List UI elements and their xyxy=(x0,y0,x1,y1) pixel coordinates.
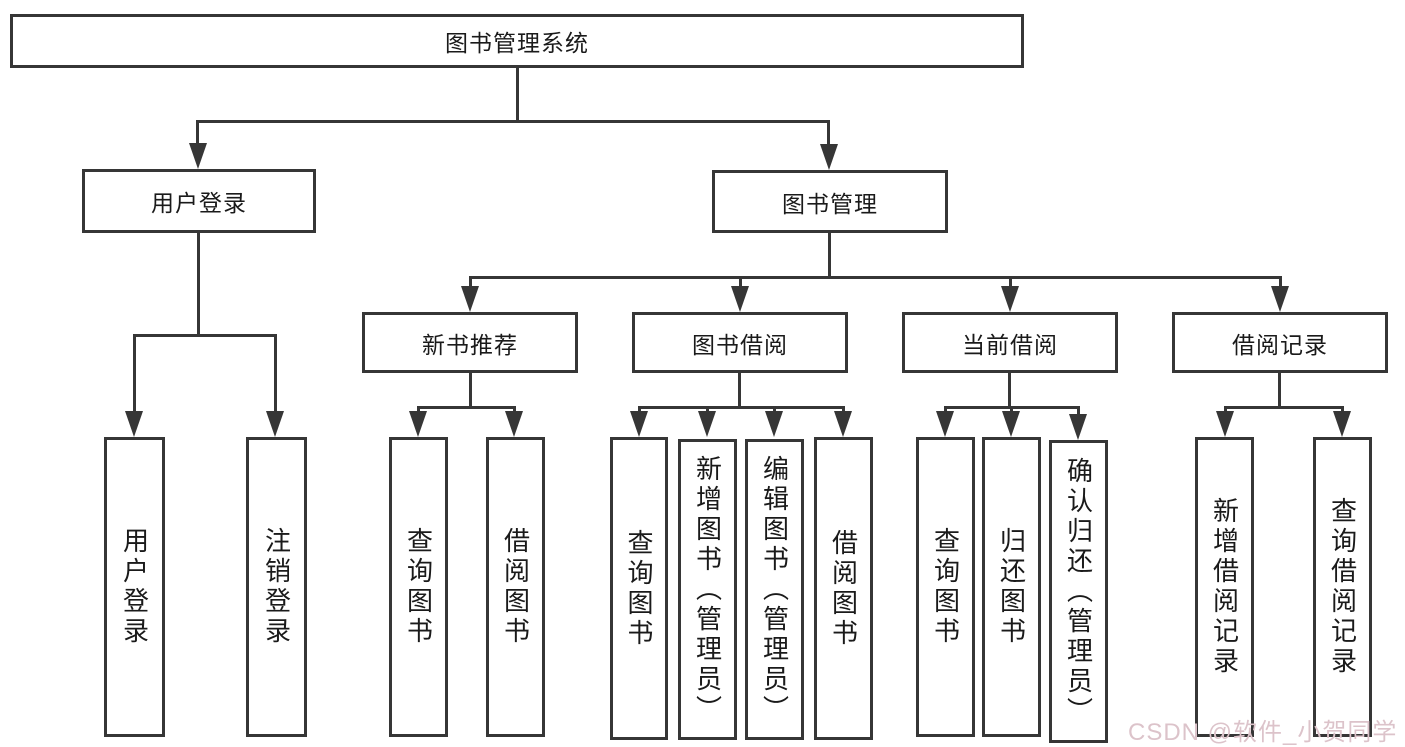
node-book-management-label: 图书管理 xyxy=(782,190,878,217)
node-user-login: 用户登录 xyxy=(82,169,316,233)
connector-line xyxy=(133,334,136,414)
connector-line xyxy=(1010,406,1013,414)
node-user-login-label: 用户登录 xyxy=(151,190,247,216)
node-confirm-return-admin-label: 确认归还（管理员） xyxy=(1063,456,1094,727)
node-current-borrow-label: 当前借阅 xyxy=(962,331,1058,358)
node-add-book-admin-label: 新增图书（管理员） xyxy=(692,454,723,725)
connector-arrowhead xyxy=(125,411,143,437)
node-library-system: 图书管理系统 xyxy=(10,14,1024,68)
node-borrow-records: 借阅记录 xyxy=(1172,312,1388,373)
connector-line xyxy=(1224,406,1343,409)
connector-line xyxy=(197,232,200,336)
connector-line xyxy=(196,120,199,146)
connector-arrowhead xyxy=(1216,411,1234,437)
connector-arrowhead xyxy=(1271,286,1289,312)
connector-line xyxy=(773,406,776,414)
connector-line xyxy=(516,68,519,121)
connector-arrowhead xyxy=(461,286,479,312)
node-book-borrow-label: 图书借阅 xyxy=(692,331,788,358)
connector-line xyxy=(638,406,843,409)
connector-line xyxy=(417,406,420,414)
connector-arrowhead xyxy=(936,411,954,437)
connector-arrowhead xyxy=(765,411,783,437)
node-query-books-current: 查询图书 xyxy=(916,437,975,737)
node-book-management: 图书管理 xyxy=(712,170,948,233)
node-borrow-books-action: 借阅图书 xyxy=(814,437,873,740)
connector-line xyxy=(828,233,831,278)
connector-arrowhead xyxy=(630,411,648,437)
connector-line xyxy=(1341,406,1344,414)
connector-line xyxy=(638,406,641,414)
connector-line xyxy=(1279,276,1282,288)
connector-line xyxy=(827,120,830,146)
connector-line xyxy=(469,373,472,408)
connector-line xyxy=(1008,373,1011,408)
connector-line xyxy=(842,406,845,414)
node-add-book-admin: 新增图书（管理员） xyxy=(678,439,737,740)
node-add-borrow-record-label: 新增借阅记录 xyxy=(1209,497,1240,677)
node-add-borrow-record: 新增借阅记录 xyxy=(1195,437,1254,737)
connector-line xyxy=(1278,373,1281,408)
connector-line xyxy=(1009,276,1012,288)
connector-line xyxy=(944,406,947,414)
connector-line xyxy=(738,373,741,408)
connector-arrowhead xyxy=(731,286,749,312)
node-borrow-books-recommend: 借阅图书 xyxy=(486,437,545,737)
connector-line xyxy=(274,334,277,414)
node-logout-action-label: 注销登录 xyxy=(261,527,292,647)
connector-arrowhead xyxy=(820,144,838,170)
node-current-borrow: 当前借阅 xyxy=(902,312,1118,373)
node-query-books-recommend: 查询图书 xyxy=(389,437,448,737)
connector-arrowhead xyxy=(1069,414,1087,440)
connector-arrowhead xyxy=(1333,411,1351,437)
connector-line xyxy=(417,406,515,409)
connector-arrowhead xyxy=(266,411,284,437)
node-query-books-current-label: 查询图书 xyxy=(930,527,961,647)
node-return-book-label: 归还图书 xyxy=(996,527,1027,647)
node-query-borrow-record: 查询借阅记录 xyxy=(1313,437,1372,737)
connector-arrowhead xyxy=(189,143,207,169)
node-query-books-recommend-label: 查询图书 xyxy=(403,527,434,647)
node-user-login-action: 用户登录 xyxy=(104,437,165,737)
connector-line xyxy=(739,276,742,288)
node-new-book-recommend: 新书推荐 xyxy=(362,312,578,373)
connector-line xyxy=(1224,406,1227,414)
node-query-books-borrow: 查询图书 xyxy=(610,437,668,740)
node-borrow-records-label: 借阅记录 xyxy=(1232,331,1328,358)
connector-arrowhead xyxy=(834,411,852,437)
connector-arrowhead xyxy=(1001,286,1019,312)
node-logout-action: 注销登录 xyxy=(246,437,307,737)
node-return-book: 归还图书 xyxy=(982,437,1041,737)
node-book-borrow: 图书借阅 xyxy=(632,312,848,373)
node-confirm-return-admin: 确认归还（管理员） xyxy=(1049,440,1108,743)
node-borrow-books-action-label: 借阅图书 xyxy=(828,528,859,649)
connector-line xyxy=(1077,406,1080,414)
connector-line xyxy=(706,406,709,414)
connector-line xyxy=(469,276,472,288)
node-query-borrow-record-label: 查询借阅记录 xyxy=(1327,497,1358,677)
node-query-books-borrow-label: 查询图书 xyxy=(624,528,654,649)
connector-line xyxy=(469,276,1281,279)
node-edit-book-admin-label: 编辑图书（管理员） xyxy=(759,454,790,725)
connector-arrowhead xyxy=(409,411,427,437)
node-user-login-action-label: 用户登录 xyxy=(119,527,150,647)
node-edit-book-admin: 编辑图书（管理员） xyxy=(745,439,804,740)
connector-arrowhead xyxy=(505,411,523,437)
node-borrow-books-recommend-label: 借阅图书 xyxy=(500,527,531,647)
connector-arrowhead xyxy=(698,411,716,437)
node-new-book-recommend-label: 新书推荐 xyxy=(422,331,518,358)
node-library-system-label: 图书管理系统 xyxy=(445,30,589,56)
connector-line xyxy=(513,406,516,414)
connector-line xyxy=(196,120,830,123)
csdn-watermark: CSDN @软件_小贺同学 xyxy=(1128,719,1398,746)
connector-line xyxy=(133,334,277,337)
connector-arrowhead xyxy=(1002,411,1020,437)
